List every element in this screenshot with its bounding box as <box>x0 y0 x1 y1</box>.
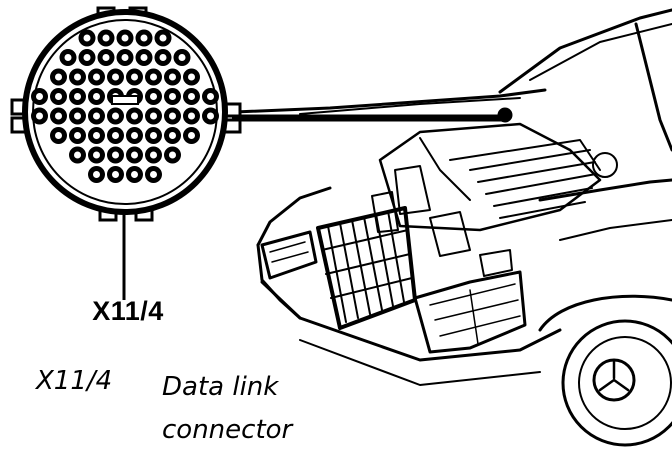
connector-pin-hole <box>74 151 81 159</box>
connector-pin-hole <box>169 151 176 159</box>
connector-pin-hole <box>36 112 43 120</box>
connector-pin-hole <box>74 93 81 100</box>
connector-pin-hole <box>93 151 100 159</box>
connector-pin-hole <box>207 93 214 100</box>
connector-pin-hole <box>93 73 100 81</box>
connector-pin-hole <box>150 151 157 159</box>
connector-pin-hole <box>159 34 167 42</box>
connector-pin-hole <box>74 73 81 81</box>
connector-pin-hole <box>150 73 157 81</box>
connector-pin-hole <box>112 112 119 120</box>
connector-pins <box>31 29 219 183</box>
connector-pin-hole <box>55 112 62 120</box>
connector-pin-hole <box>121 54 129 61</box>
connector-pin-hole <box>93 112 100 120</box>
connector-pin-hole <box>74 112 81 120</box>
connector-pin-hole <box>188 112 195 120</box>
connector-pin-hole <box>150 132 157 139</box>
connector-pin-hole <box>131 151 138 159</box>
connector-pin-hole <box>112 73 119 81</box>
connector-pin-hole <box>55 93 62 100</box>
connector-pin-hole <box>83 34 91 42</box>
connector-pin-hole <box>169 93 176 100</box>
connector-pin-hole <box>178 54 186 61</box>
connector-pin-hole <box>131 171 138 178</box>
connector-pin-hole <box>150 171 157 178</box>
connector-pin-hole <box>188 132 195 139</box>
connector-pin-hole <box>207 112 214 120</box>
connector-pin-hole <box>93 171 100 178</box>
connector-pin-hole <box>102 34 110 42</box>
connector-pin-hole <box>140 34 148 42</box>
connector-pin-hole <box>74 132 81 139</box>
connector-pin-hole <box>188 93 195 100</box>
connector-pin-hole <box>131 132 138 139</box>
connector-pin-hole <box>131 73 138 81</box>
connector-pin-hole <box>112 151 119 159</box>
connector-pin-hole <box>64 54 72 61</box>
data-link-connector-illustration <box>10 6 242 222</box>
connector-pin-hole <box>121 34 129 42</box>
connector-pin-hole <box>93 132 100 139</box>
connector-pin-hole <box>93 93 100 100</box>
connector-pin-hole <box>102 54 110 61</box>
connector-pin-hole <box>55 73 62 81</box>
leader-lines <box>122 114 505 300</box>
legend-description: Data link connector <box>162 372 293 445</box>
connector-pin-hole <box>55 132 62 139</box>
car-front-illustration <box>233 8 672 447</box>
connector-pin-hole <box>150 112 157 120</box>
connector-callout-label: X11/4 <box>92 296 164 326</box>
connector-pin-hole <box>150 93 157 100</box>
connector-pin-hole <box>112 132 119 139</box>
connector-pin-hole <box>188 73 195 81</box>
connector-pin-hole <box>36 93 43 100</box>
connector-pin-hole <box>169 132 176 139</box>
connector-pin-hole <box>169 112 176 120</box>
legend-code: X11/4 <box>36 366 113 396</box>
connector-pin-hole <box>140 54 148 61</box>
connector-pin-hole <box>112 171 119 178</box>
connector-pin-hole <box>83 54 91 61</box>
connector-pin-hole <box>159 54 167 61</box>
connector-pin-hole <box>169 73 176 81</box>
connector-pin-hole <box>131 112 138 120</box>
